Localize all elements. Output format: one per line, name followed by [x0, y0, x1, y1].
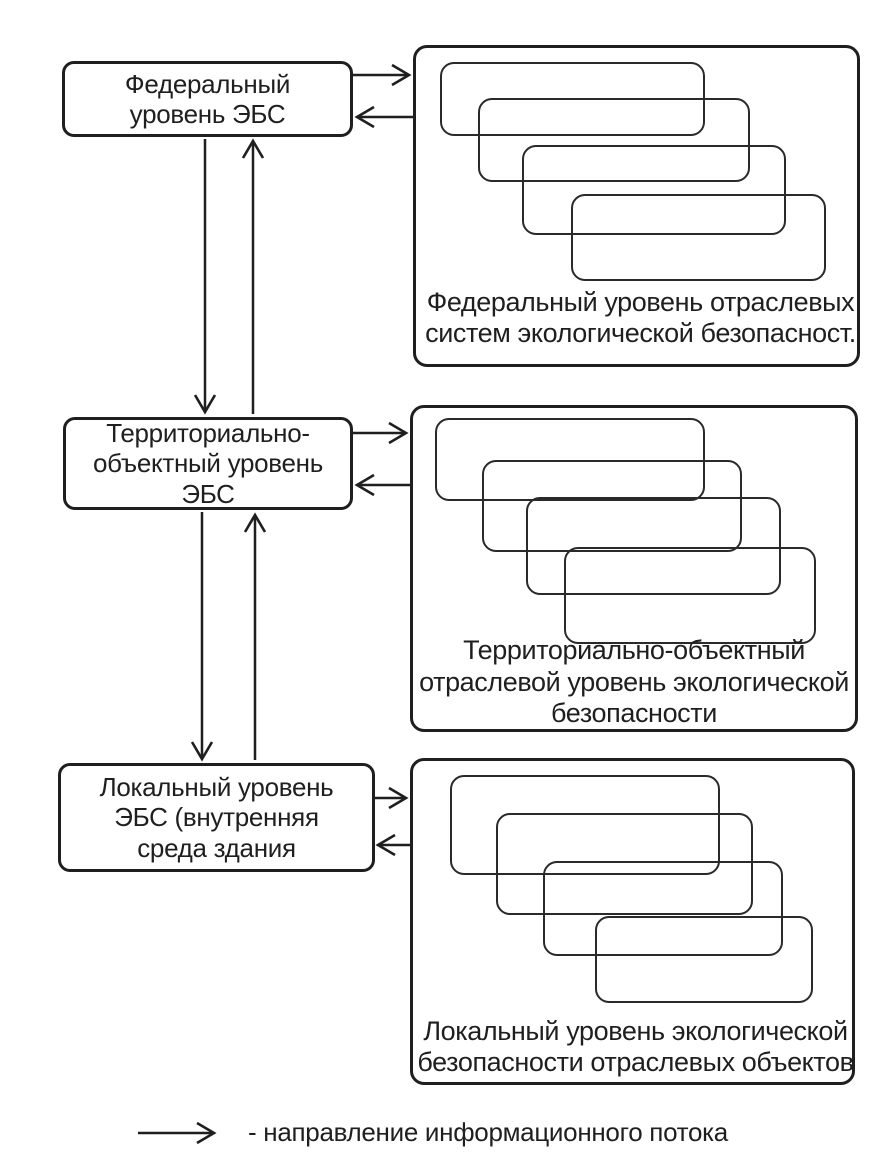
- stacked-rect: [564, 547, 816, 644]
- node-local-ebs-label: Локальный уровень ЭБС (внутренняя среда …: [99, 772, 334, 863]
- stacked-rect: [435, 418, 705, 501]
- stacked-rect: [543, 861, 783, 956]
- stacked-rect: [450, 775, 720, 875]
- group-federal-sectoral-label: Федеральный уровень отраслевых систем эк…: [425, 286, 856, 349]
- group-territorial-sectoral: Территориально-объектный отраслевой уров…: [410, 405, 858, 732]
- stacked-rect: [522, 145, 786, 235]
- stacked-rect: [482, 460, 742, 552]
- stacked-rect: [478, 98, 750, 182]
- node-local-ebs: Локальный уровень ЭБС (внутренняя среда …: [58, 763, 375, 872]
- group-local-sectoral: Локальный уровень экологической безопасн…: [410, 758, 855, 1085]
- stacked-rect: [526, 497, 781, 595]
- group-local-sectoral-label: Локальный уровень экологической безопасн…: [417, 1015, 854, 1078]
- node-federal-ebs: Федеральный уровень ЭБС: [62, 61, 353, 137]
- legend-label: - направление информационного потока: [248, 1117, 728, 1147]
- group-federal-sectoral: Федеральный уровень отраслевых систем эк…: [413, 45, 860, 367]
- stacked-rect: [595, 916, 813, 1003]
- stacked-rect: [571, 194, 826, 281]
- group-territorial-sectoral-label: Территориально-объектный отраслевой уров…: [419, 635, 849, 729]
- node-territorial-ebs-label: Территориально- объектный уровень ЭБС: [93, 418, 323, 509]
- node-federal-ebs-label: Федеральный уровень ЭБС: [124, 68, 291, 129]
- stacked-rect: [496, 813, 753, 915]
- node-territorial-ebs: Территориально- объектный уровень ЭБС: [63, 417, 353, 510]
